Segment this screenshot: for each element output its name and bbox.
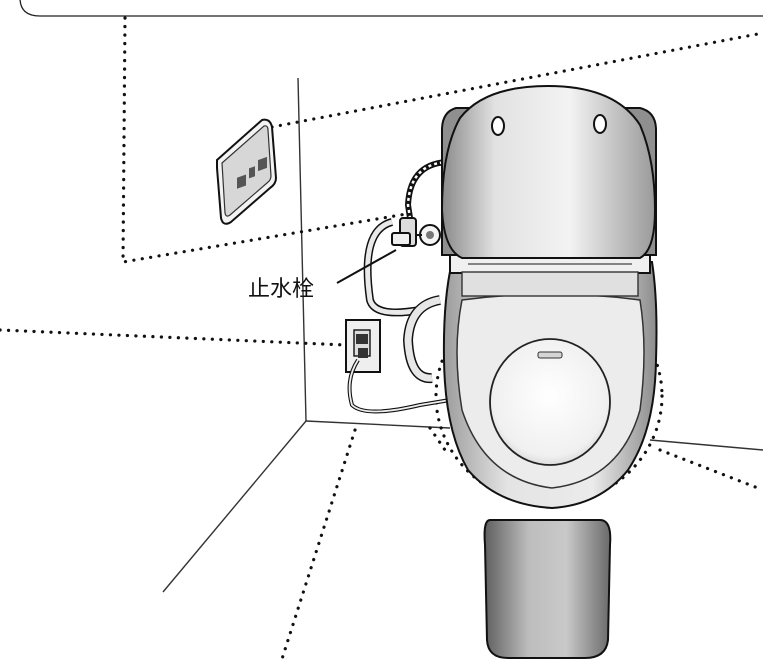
toilet-lid xyxy=(440,84,657,259)
dotted-leaders xyxy=(0,16,763,659)
callout-frame xyxy=(19,0,763,17)
shutoff-valve-icon xyxy=(391,217,441,247)
room-lines xyxy=(162,77,763,593)
toilet-base xyxy=(483,519,612,659)
power-outlet-icon xyxy=(345,319,381,373)
lid-bumper-left xyxy=(491,116,505,136)
lid-bumper-right xyxy=(593,114,607,134)
shutoff-valve-label: 止水栓 xyxy=(248,277,314,302)
seat-opening xyxy=(489,338,611,466)
label-leader xyxy=(336,249,397,284)
remote-control-icon xyxy=(216,118,278,225)
toilet-icon xyxy=(402,84,658,659)
